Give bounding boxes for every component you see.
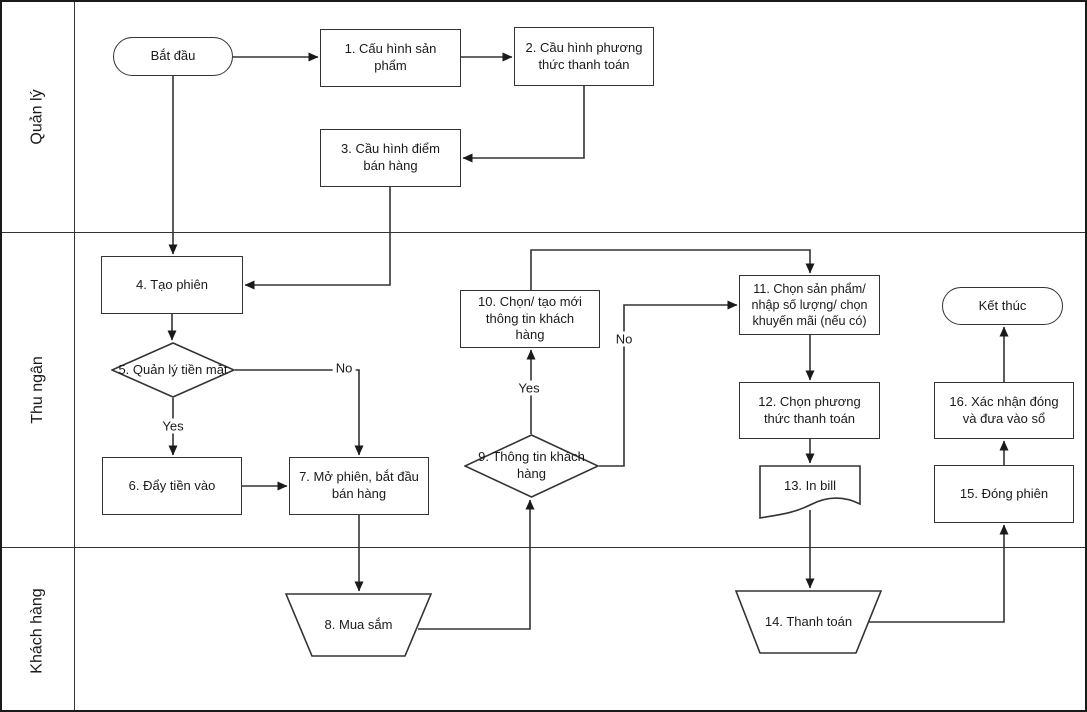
node-label: 9. Thông tin khách hàng	[478, 449, 585, 481]
lane-divider-1	[2, 232, 1085, 233]
diamond-shape	[111, 342, 235, 398]
node-13-in-bill: 13. In bill	[759, 465, 861, 520]
node-label: 5. Quản lý tiền mặt	[118, 361, 228, 377]
lane-label-text: Quản lý	[28, 89, 46, 145]
node-label: Kết thúc	[978, 297, 1027, 313]
node-label: 4. Tạo phiên	[135, 276, 209, 292]
node-label: 7. Mở phiên, bắt đầu bán hàng	[299, 469, 419, 501]
edge-label-no-5: No	[332, 360, 356, 376]
node-5-quan-ly-tien-mat: 5. Quản lý tiền mặt	[111, 342, 235, 398]
edge-label-no-9: No	[612, 331, 636, 347]
node-label: 3. Cầu hình điểm bán hàng	[340, 141, 440, 173]
lane-divider-2	[2, 547, 1085, 548]
node-7-mo-phien-bat-dau-ban-hang: 7. Mở phiên, bắt đầu bán hàng	[289, 457, 429, 515]
node-label: 16. Xác nhận đóng và đưa vào sổ	[949, 393, 1059, 426]
lane-label-quan-ly: Quản lý	[2, 2, 74, 232]
node-9-thong-tin-khach-hang: 9. Thông tin khách hàng	[464, 434, 599, 498]
node-8-mua-sam: 8. Mua sắm	[285, 593, 432, 657]
lane-label-text: Thu ngân	[28, 355, 46, 424]
node-label: 13. In bill	[783, 478, 837, 493]
lane-label-khach-hang: Khách hàng	[2, 547, 74, 710]
lane-label-text: Khách hàng	[29, 587, 46, 674]
trapezoid-shape	[735, 590, 882, 654]
node-14-thanh-toan: 14. Thanh toán	[735, 590, 882, 654]
diamond-shape	[464, 434, 599, 498]
node-end: Kết thúc	[942, 287, 1063, 325]
node-label: 11. Chọn sản phẩm/ nhập số lượng/ chọn k…	[751, 281, 868, 329]
node-label: 12. Chọn phương thức thanh toán	[758, 393, 861, 426]
lane-label-thu-ngan: Thu ngân	[2, 232, 74, 547]
edge-label-yes-9: Yes	[515, 380, 543, 396]
node-label: 6. Đẩy tiền vào	[128, 477, 216, 493]
node-label: Bắt đầu	[150, 48, 196, 64]
node-2-cau-hinh-phuong-thuc-thanh-toan: 2. Cầu hình phương thức thanh toán	[514, 27, 654, 86]
node-label: 2. Cầu hình phương thức thanh toán	[525, 39, 643, 72]
document-shape	[759, 465, 861, 519]
edge-label-yes-5: Yes	[159, 418, 187, 434]
node-label: 14. Thanh toán	[764, 613, 853, 629]
node-15-dong-phien: 15. Đóng phiên	[934, 465, 1074, 523]
node-3-cau-hinh-diem-ban-hang: 3. Cầu hình điểm bán hàng	[320, 129, 461, 187]
node-6-day-tien-vao: 6. Đẩy tiền vào	[102, 457, 242, 515]
node-label: 10. Chọn/ tạo mới thông tin khách hàng	[478, 294, 582, 343]
node-1-cau-hinh-san-pham: 1. Cấu hình sản phẩm	[320, 29, 461, 87]
node-11-chon-san-pham-nhap-so-luong: 11. Chọn sản phẩm/ nhập số lượng/ chọn k…	[739, 275, 880, 335]
node-16-xac-nhan-dong-va-dua-vao-so: 16. Xác nhận đóng và đưa vào sổ	[934, 382, 1074, 439]
node-label: 15. Đóng phiên	[959, 485, 1049, 501]
node-label: 1. Cấu hình sản phẩm	[344, 41, 437, 73]
node-4-tao-phien: 4. Tạo phiên	[101, 256, 243, 314]
node-12-chon-phuong-thuc-thanh-toan: 12. Chọn phương thức thanh toán	[739, 382, 880, 439]
node-10-chon-tao-moi-thong-tin-khach-hang: 10. Chọn/ tạo mới thông tin khách hàng	[460, 290, 600, 348]
trapezoid-shape	[285, 593, 432, 657]
node-label: 8. Mua sắm	[324, 616, 393, 632]
node-start: Bắt đầu	[113, 37, 233, 76]
lane-label-column-divider	[74, 2, 75, 710]
